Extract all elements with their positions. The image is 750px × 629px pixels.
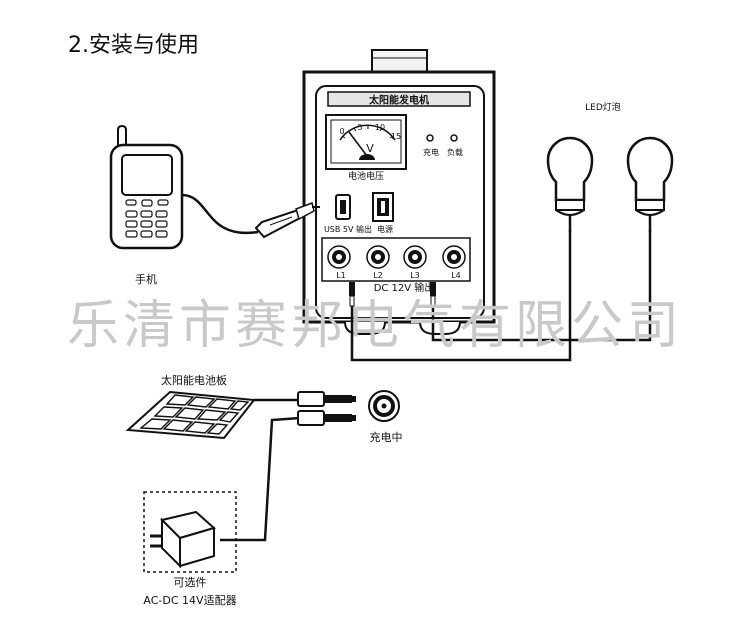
output-port-l3[interactable] [403, 245, 427, 269]
meter-tick-15: 15 [391, 132, 401, 141]
optional-adapter-box [143, 491, 237, 573]
output-label-l3: L3 [410, 271, 420, 280]
meter-tick-10: 10 [375, 123, 385, 132]
adapter-plug [297, 410, 356, 426]
battery-voltmeter: 0 5 10 15 V [325, 114, 407, 170]
output-port-l2[interactable] [366, 245, 390, 269]
adapter-optional-label: 可选件 [174, 576, 207, 589]
output-label-l1: L1 [336, 271, 346, 280]
generator-title-bar [327, 91, 471, 107]
adapter-label: AC-DC 14V适配器 [143, 594, 236, 607]
solar-panel-label: 太阳能电池板 [161, 373, 227, 387]
meter-tick-0: 0 [339, 127, 344, 136]
phone-usb-cable [181, 193, 259, 235]
meter-tick-5: 5 [357, 123, 362, 132]
led-cable-1 [350, 230, 572, 362]
generator-foot-right [419, 321, 461, 335]
meter-label: 电池电压 [348, 170, 384, 182]
output-port-l1[interactable] [327, 245, 351, 269]
phone-label: 手机 [135, 272, 157, 286]
solar-generator: 太阳能发电机 0 5 10 15 V 电池电压 充电 负载 USB 5V [302, 49, 496, 335]
section-title: 2.安装与使用 [68, 33, 199, 58]
ac-adapter [150, 510, 217, 569]
generator-foot-left [344, 321, 386, 335]
usb-plug [254, 202, 315, 239]
generator-title: 太阳能发电机 [368, 94, 429, 107]
usb-label: USB 5V 输出 [324, 224, 372, 234]
led-label: LED灯泡 [585, 101, 621, 113]
dc-output-label: DC 12V 输出 [374, 281, 435, 294]
charging-label: 充电中 [370, 430, 403, 444]
charging-socket [368, 390, 400, 422]
mobile-phone [109, 124, 184, 250]
led-bulb-2 [626, 136, 674, 232]
meter-unit: V [366, 142, 374, 155]
led-cable-2 [431, 230, 652, 342]
charge-indicator-label: 充电 [423, 147, 439, 157]
load-indicator-light [450, 134, 458, 142]
solar-plug [297, 391, 356, 407]
company-watermark: 乐清市赛邦电气有限公司 [67, 296, 683, 356]
power-label: 电源 [377, 224, 393, 234]
handle [371, 49, 428, 73]
charge-indicator-light [426, 134, 434, 142]
meter-needle [348, 131, 368, 157]
solar-panel [125, 390, 256, 440]
output-label-l4: L4 [451, 271, 461, 280]
adapter-cable [220, 416, 301, 542]
load-indicator-label: 负载 [447, 147, 463, 157]
output-label-l2: L2 [373, 271, 383, 280]
output-port-l4[interactable] [442, 245, 466, 269]
led-bulb-1 [546, 136, 594, 232]
